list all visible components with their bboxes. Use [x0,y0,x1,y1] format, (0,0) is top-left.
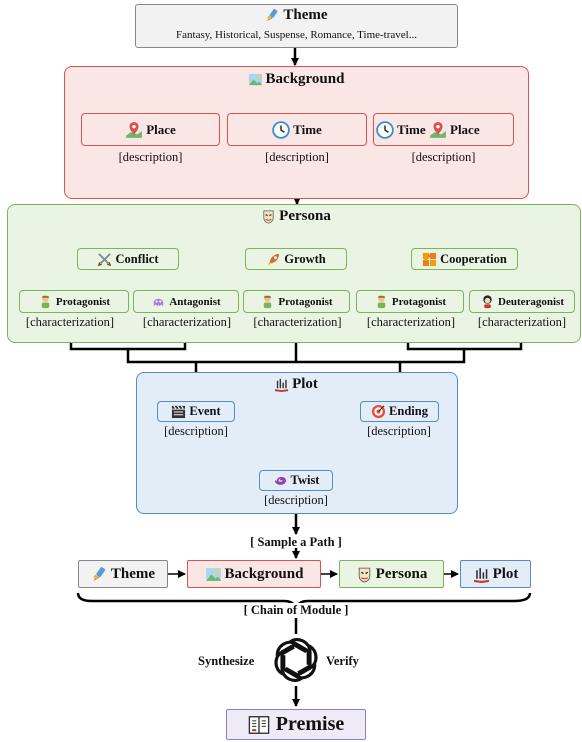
book-chart-icon [473,566,490,583]
mask-icon [356,566,373,583]
protagonist-box-conflict: Protagonist [19,290,129,313]
event-box: Event [157,401,235,422]
premise-box: Premise [226,709,366,740]
time-place-box [373,113,514,146]
twist-box: Twist [259,470,333,491]
time-place-time: Time [376,121,426,139]
ending-description: [description] [367,424,431,438]
cooperation-label: Cooperation [440,251,507,266]
open-book-icon [248,714,270,736]
chain-persona-box: Persona [339,560,444,588]
twist-description: [description] [264,493,328,507]
deuteragonist-box: Deuteragonist [469,290,575,313]
background-header: Background [226,71,366,88]
chain-theme-box: Theme [78,560,168,588]
protagonist-box-cooperation: Protagonist [356,290,464,313]
event-label: Event [189,404,221,418]
growth-box: Growth [245,248,347,270]
place-description: [description] [118,150,183,164]
persona-header: Persona [236,208,356,225]
antagonist-box: Antagonist [133,290,239,313]
map-pin-icon [125,121,143,139]
mask-icon [261,209,276,224]
clapperboard-icon [171,404,186,419]
verify-label: Verify [326,654,359,668]
conflict-box: Conflict [77,248,179,270]
ending-label: Ending [389,404,428,418]
chain-plot-box: Plot [460,560,531,588]
person-icon [260,294,275,309]
theme-subtitle: Fantasy, Historical, Suspense, Romance, … [176,29,417,41]
twist-spiral-icon [273,473,288,488]
ending-box: Ending [360,401,439,422]
person-icon [38,294,53,309]
antagonist-characterization: [characterization] [142,315,232,329]
person-icon [374,294,389,309]
chain-background-box: Background [187,560,321,588]
protagonist-box-growth: Protagonist [243,290,350,313]
protagonist-characterization-growth: [characterization] [253,315,342,329]
openai-logo-icon [270,634,322,686]
event-description: [description] [164,424,228,438]
deuteragonist-characterization: [characterization] [477,315,567,329]
sample-path-label: [ Sample a Path ] [250,535,342,549]
chain-of-module-label: [ Chain of Module ] [196,603,396,618]
conflict-label: Conflict [115,251,159,266]
protagonist-characterization-cooperation: [characterization] [366,315,456,329]
book-chart-icon [274,377,289,392]
landscape-icon [205,566,222,583]
place-label: Place [146,121,176,137]
clock-icon [376,121,394,139]
crossed-swords-icon [97,252,112,267]
background-title: Background [265,71,345,87]
premise-label: Premise [275,713,345,735]
plot-header: Plot [246,376,346,393]
theme-title: Theme [283,7,328,23]
clock-icon [272,120,290,139]
puzzle-icon [422,252,437,267]
girl-icon [480,294,495,309]
persona-region [7,204,581,343]
synthesize-label: Synthesize [198,654,255,668]
alien-monster-icon [151,294,166,309]
twist-label: Twist [290,473,320,487]
map-pin-icon [429,121,447,139]
plot-title: Plot [292,376,318,392]
paint-brush-icon [91,566,108,583]
target-icon [371,404,386,419]
landscape-icon [248,72,263,87]
paint-brush-icon [265,8,280,23]
persona-title: Persona [279,208,331,224]
time-place-place: Place [429,121,480,139]
protagonist-characterization-conflict: [characterization] [25,315,115,329]
time-box: Time [227,113,367,146]
time-place-description: [description] [411,150,476,164]
time-description: [description] [265,150,329,164]
cooperation-box: Cooperation [411,248,518,270]
growth-label: Growth [284,251,326,266]
rocket-icon [266,252,281,267]
place-box: Place [81,113,220,146]
time-label: Time [293,121,322,137]
theme-box: Theme Fantasy, Historical, Suspense, Rom… [135,4,458,48]
